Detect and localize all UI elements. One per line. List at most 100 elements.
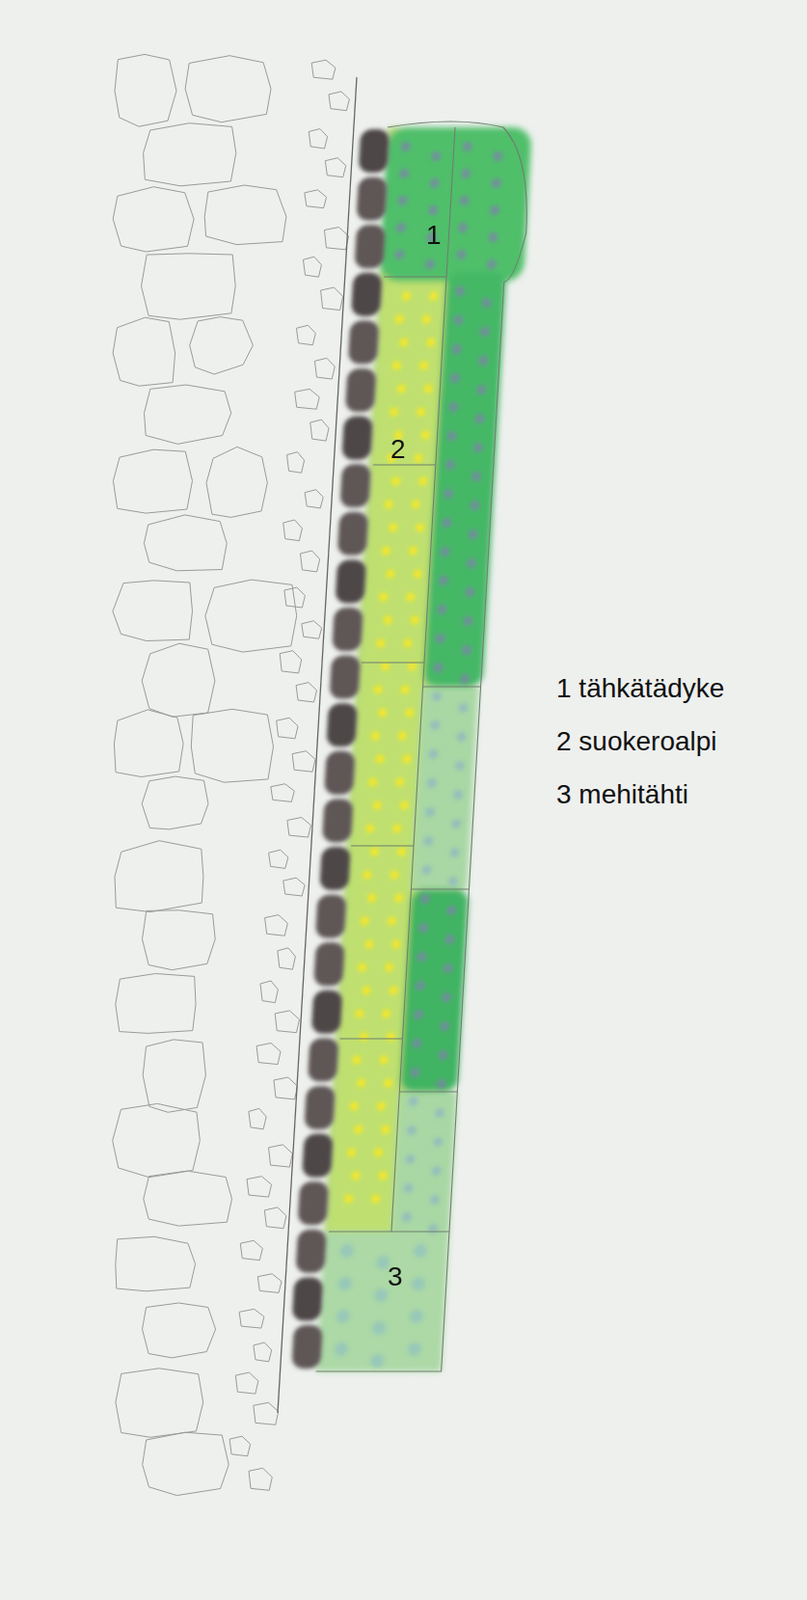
plant-dot xyxy=(402,1211,413,1222)
plant-dot xyxy=(438,575,450,586)
paving-pebble xyxy=(256,1043,281,1065)
paving-pebble xyxy=(274,1010,299,1033)
yellow-flower-dot xyxy=(389,407,400,417)
plant-dot xyxy=(478,355,489,366)
paving-stone xyxy=(113,709,184,778)
wall-stone xyxy=(323,751,356,795)
paving-pebble xyxy=(240,1239,263,1260)
paving-pebble xyxy=(295,388,321,409)
paving-pebble xyxy=(287,452,305,474)
plant-dot xyxy=(409,1309,425,1323)
plant-dot xyxy=(430,1165,442,1176)
plant-dot xyxy=(451,344,462,354)
paving-stone xyxy=(112,1102,201,1177)
paving-pebble xyxy=(269,1144,294,1167)
yellow-flower-dot xyxy=(408,546,419,556)
plant-dot xyxy=(458,195,470,206)
plant-dot xyxy=(407,1342,423,1356)
plant-dot xyxy=(423,835,434,846)
paving-stone xyxy=(204,185,287,245)
paving-pebble xyxy=(239,1308,265,1328)
yellow-flower-dot xyxy=(384,963,395,972)
plant-dot xyxy=(466,558,478,568)
yellow-flower-dot xyxy=(388,523,399,533)
yellow-flower-dot xyxy=(349,1102,359,1111)
plant-dot xyxy=(492,151,504,162)
paving-pebble xyxy=(295,324,316,345)
plant-dot xyxy=(416,951,428,962)
yellow-flower-dot xyxy=(357,963,368,972)
plant-dot xyxy=(487,232,499,243)
yellow-flower-dot xyxy=(381,546,392,556)
wall-stone xyxy=(313,941,346,986)
yellow-flower-dot xyxy=(400,685,410,695)
paving-pebble xyxy=(269,849,289,868)
plant-dot xyxy=(455,286,466,296)
plant-dot xyxy=(406,1125,418,1135)
paving-pebble xyxy=(314,357,335,379)
plant-dot xyxy=(456,249,467,260)
yellow-flower-dot xyxy=(392,361,403,371)
paving-pebble xyxy=(253,1401,279,1425)
yellow-flower-dot xyxy=(419,361,430,371)
yellow-flower-dot xyxy=(353,1125,364,1134)
yellow-flower-dot xyxy=(403,639,413,648)
plant-dot xyxy=(336,1309,351,1323)
plant-dot xyxy=(370,1353,385,1368)
plant-dot xyxy=(437,1049,449,1060)
paving-pebble xyxy=(321,287,344,311)
paving-pebble xyxy=(292,751,316,773)
plant-dot xyxy=(428,205,439,216)
plant-dot xyxy=(464,587,476,597)
paving-stone xyxy=(112,449,192,513)
yellow-flower-dot xyxy=(362,870,373,880)
plant-dot xyxy=(460,645,472,655)
callout-number: 2 xyxy=(390,435,406,463)
paving-stone xyxy=(143,123,237,187)
plant-dot xyxy=(453,789,464,800)
yellow-flower-dot xyxy=(374,1148,384,1157)
yellow-flower-dot xyxy=(395,778,405,787)
wall-stone xyxy=(345,368,377,412)
plant-dot xyxy=(428,749,439,759)
paving-stone xyxy=(141,776,209,830)
paving-pebble xyxy=(283,519,303,541)
paving-pebble xyxy=(304,489,323,509)
yellow-flower-dot xyxy=(429,292,439,301)
yellow-flower-dot xyxy=(376,639,386,648)
plant-dot xyxy=(445,459,457,470)
paving-stone xyxy=(142,910,216,970)
wall-stone xyxy=(348,320,380,364)
callout-number: 1 xyxy=(426,221,442,249)
wall-stone xyxy=(353,224,386,269)
yellow-flower-dot xyxy=(356,1078,367,1088)
paving-pebble xyxy=(323,227,349,250)
paving-pebble xyxy=(270,783,295,803)
paving-stone xyxy=(206,446,268,517)
yellow-flower-dot xyxy=(407,662,418,672)
paving-pebble xyxy=(276,717,298,739)
yellow-flower-dot xyxy=(415,523,426,533)
plant-dot xyxy=(430,720,441,730)
yellow-flower-dot xyxy=(426,338,436,348)
wall-stone xyxy=(337,511,370,556)
plant-dot xyxy=(436,1078,448,1089)
yellow-flower-dot xyxy=(380,1125,391,1134)
yellow-flower-dot xyxy=(370,847,380,857)
plant-dot xyxy=(473,442,485,453)
plant-dot xyxy=(456,731,467,742)
yellow-flower-dot xyxy=(402,292,412,301)
plant-dot xyxy=(448,876,459,887)
wall-stones xyxy=(289,129,393,1369)
yellow-flower-dot xyxy=(371,731,381,741)
plant-dot xyxy=(448,402,459,412)
wall-stone xyxy=(297,1181,330,1225)
paving-stone xyxy=(115,1236,196,1292)
paving-stone xyxy=(142,1302,216,1358)
paving-stones xyxy=(112,53,350,1495)
yellow-flower-dot xyxy=(378,592,389,602)
plant-dot xyxy=(450,373,461,383)
wall-stone xyxy=(331,607,364,651)
wall-stone xyxy=(319,846,351,890)
yellow-flower-dot xyxy=(391,477,402,486)
